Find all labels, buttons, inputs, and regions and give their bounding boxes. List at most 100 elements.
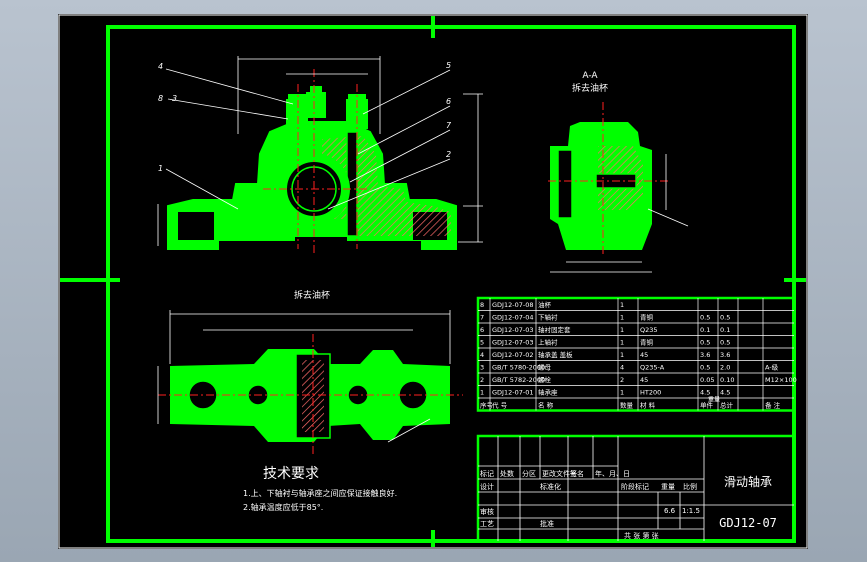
bom-cell-mat: 45 xyxy=(640,351,648,359)
bom-cell-name: 油杯 xyxy=(538,300,552,309)
bom-cell-w2: 0.5 xyxy=(720,339,730,347)
leader-8: 8 xyxy=(158,94,163,103)
front-leaders xyxy=(165,68,451,210)
centering-marks xyxy=(60,16,806,547)
label-change-doc: 更改文件号 xyxy=(542,469,577,478)
bom-cell-note: M12×100 xyxy=(765,376,797,384)
bom-cell-w2: 3.6 xyxy=(720,351,730,359)
label-process: 工艺 xyxy=(480,520,494,528)
bom-cell-qty: 1 xyxy=(620,389,624,397)
leader-1: 1 xyxy=(158,164,163,173)
bom-header-code: 代 号 xyxy=(492,401,508,410)
label-zone: 分区 xyxy=(522,469,536,478)
bom-cell-code: GDJ12-07-03 xyxy=(492,339,533,347)
section-subtitle: 拆去油杯 xyxy=(572,82,608,94)
bom-cell-mat: HT200 xyxy=(640,389,661,397)
label-date: 年、月、日 xyxy=(595,469,630,478)
label-weight: 重量 xyxy=(661,483,675,491)
bom-cell-name: 轴衬固定套 xyxy=(538,325,571,334)
bom-cell-code: GDJ12-07-02 xyxy=(492,351,533,359)
bom-cell-no: 1 xyxy=(480,389,484,397)
bom-cell-w2: 0.1 xyxy=(720,326,730,334)
bom-cell-w2: 0.10 xyxy=(720,376,734,384)
part-name: 滑动轴承 xyxy=(724,474,772,489)
leader-5: 5 xyxy=(446,61,451,70)
side-dimensions xyxy=(550,154,689,273)
bom-cell-w1: 0.1 xyxy=(700,326,710,334)
bom-cell-mat: 青铜 xyxy=(640,338,654,347)
bom-cell-name: 螺母 xyxy=(538,363,552,372)
label-sign: 签名 xyxy=(570,469,584,478)
bom-cell-qty: 1 xyxy=(620,301,624,309)
top-view: 拆去油杯 xyxy=(157,289,463,454)
bom-cell-code: GDJ12-07-03 xyxy=(492,326,533,334)
leader-2: 2 xyxy=(446,150,451,159)
bom-cell-code: GB/T 5782-2000 xyxy=(492,376,545,384)
top-hatch xyxy=(302,360,324,432)
bom-header-weight: 重量 xyxy=(708,396,720,404)
tech-note-1: 1.上、下轴衬与轴承座之间应保证接触良好. xyxy=(243,488,397,498)
title-block-frame xyxy=(476,434,796,543)
bom-cell-no: 5 xyxy=(480,339,484,347)
bom-cell-code: GB/T 5780-2000 xyxy=(492,364,545,372)
bom-cell-no: 7 xyxy=(480,314,484,322)
bom-cell-mat: 青铜 xyxy=(640,313,654,322)
front-dimensions xyxy=(157,56,483,246)
bom-cell-w1: 0.5 xyxy=(700,314,710,322)
bom-cell-no: 6 xyxy=(480,326,484,334)
bom-cell-qty: 2 xyxy=(620,376,624,384)
section-title: A-A xyxy=(582,71,598,81)
outer-border xyxy=(58,14,808,549)
bom-header-mat: 材 料 xyxy=(640,401,656,410)
bom-cell-w1: 3.6 xyxy=(700,351,710,359)
title-block-grid xyxy=(478,436,794,541)
bom-cell-code: GDJ12-07-01 xyxy=(492,389,533,397)
bom-cell-qty: 1 xyxy=(620,314,624,322)
right-nut xyxy=(346,99,368,129)
oil-cup-top xyxy=(310,86,322,94)
front-centerlines xyxy=(263,69,368,254)
bom-cell-note: A-级 xyxy=(765,363,779,372)
bom-cell-w1: 0.5 xyxy=(700,364,710,372)
tech-note-2: 2.轴承温度应低于85°. xyxy=(243,502,323,512)
sheet-count: 共 张 第 张 xyxy=(624,531,659,540)
front-view: 4 8 3 1 5 6 7 2 xyxy=(157,56,483,254)
side-view: A-A 拆去油杯 xyxy=(548,71,689,273)
bom-cell-qty: 1 xyxy=(620,339,624,347)
bom-header-w1: 单件 xyxy=(700,401,714,410)
bom-cell-w1: 4.5 xyxy=(700,389,710,397)
bom-header-name: 名 称 xyxy=(538,401,554,410)
bom-cell-no: 8 xyxy=(480,301,484,309)
side-flange xyxy=(557,149,573,219)
top-dimensions xyxy=(157,310,451,443)
bom-cell-w2: 4.5 xyxy=(720,389,730,397)
bom-header-w2: 总计 xyxy=(720,401,734,410)
tech-requirements: 技术要求 1.上、下轴衬与轴承座之间应保证接触良好. 2.轴承温度应低于85°. xyxy=(243,466,397,512)
tech-title: 技术要求 xyxy=(263,466,319,482)
label-scale: 比例 xyxy=(683,482,697,491)
title-block-labels: 标记 处数 分区 更改文件号 签名 年、月、日 设计 标准化 审核 工艺 批准 … xyxy=(480,469,700,540)
left-bolt-top xyxy=(288,94,306,100)
bom-cell-name: 螺栓 xyxy=(538,375,552,384)
label-stage: 阶段标记 xyxy=(621,482,649,491)
leader-6: 6 xyxy=(446,97,451,106)
bom-cell-qty: 1 xyxy=(620,326,624,334)
drawing-sheet: 4 8 3 1 5 6 7 2 A-A 拆去油杯 拆去油杯 xyxy=(58,14,808,549)
bom-cell-name: 上轴衬 xyxy=(538,338,558,347)
bom-cell-no: 4 xyxy=(480,351,484,359)
bom-header-no: 序号 xyxy=(480,401,494,410)
left-nut xyxy=(286,99,308,129)
bom-cell-w1: 0.05 xyxy=(700,376,714,384)
label-standard: 标准化 xyxy=(540,482,561,491)
top-view-title: 拆去油杯 xyxy=(294,289,330,301)
label-approve: 批准 xyxy=(540,519,554,528)
bom-frame xyxy=(476,296,796,412)
label-design: 设计 xyxy=(480,482,494,491)
bom-cell-name: 下轴衬 xyxy=(538,313,558,322)
bom-cell-name: 轴承盖 盖板 xyxy=(538,350,573,359)
bom-cell-code: GDJ12-07-04 xyxy=(492,314,533,322)
bom-cell-name: 轴承座 xyxy=(538,388,558,397)
oil-cup xyxy=(306,92,326,118)
leader-4: 4 xyxy=(158,62,163,71)
